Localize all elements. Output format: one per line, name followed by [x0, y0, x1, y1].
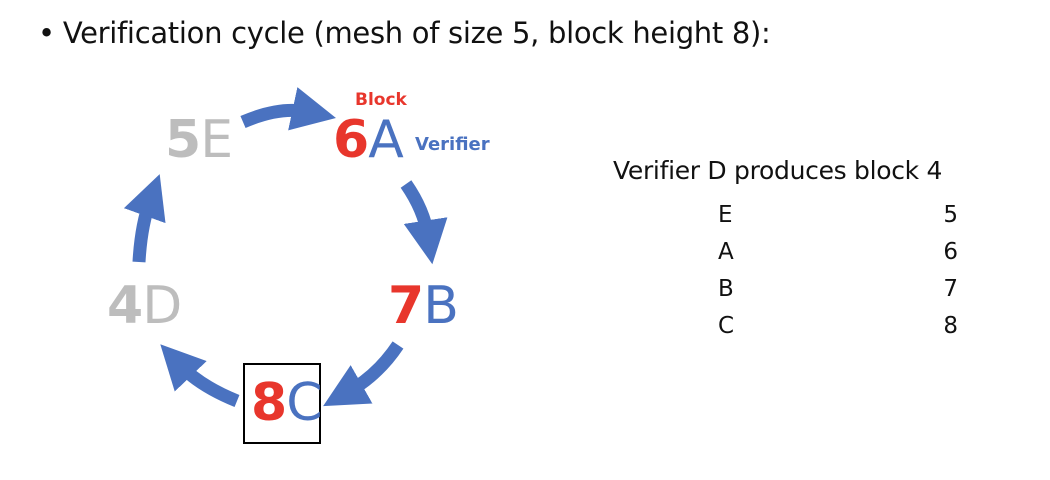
node-block-number: 7: [388, 276, 424, 336]
row-block: 7: [943, 276, 958, 302]
arrow-5e-to-6a: [240, 87, 336, 131]
table-row: A 6: [718, 239, 958, 269]
node-verifier-letter: A: [368, 110, 404, 170]
heading-text: Verification cycle (mesh of size 5, bloc…: [62, 16, 771, 50]
slide-heading: •Verification cycle (mesh of size 5, blo…: [38, 16, 771, 50]
node-8c: 8C: [251, 377, 323, 429]
node-6a: 6A: [333, 114, 404, 166]
node-verifier-letter: E: [200, 110, 233, 170]
arrow-8c-to-4d: [160, 344, 240, 408]
block-label: Block: [355, 90, 407, 110]
node-block-number: 4: [107, 276, 143, 336]
node-verifier-letter: D: [142, 276, 182, 336]
node-5e: 5E: [165, 114, 233, 166]
arrow-6a-to-7b: [400, 180, 448, 265]
row-verifier: B: [718, 276, 734, 302]
row-block: 6: [943, 239, 958, 265]
node-block-number: 6: [333, 110, 369, 170]
row-verifier: A: [718, 239, 734, 265]
table-title: Verifier D produces block 4: [613, 156, 943, 185]
bullet: •: [38, 16, 55, 50]
node-block-number: 8: [251, 373, 287, 433]
row-block: 8: [943, 313, 958, 339]
arrow-4d-to-5e: [123, 174, 166, 263]
table-row: B 7: [718, 276, 958, 306]
table-row: E 5: [718, 202, 958, 232]
row-verifier: C: [718, 313, 735, 339]
row-verifier: E: [718, 202, 733, 228]
node-7b: 7B: [388, 280, 459, 332]
verifier-label: Verifier: [415, 134, 490, 155]
row-block: 5: [943, 202, 958, 228]
table-row: C 8: [718, 313, 958, 343]
node-verifier-letter: C: [286, 373, 322, 433]
arrow-7b-to-8c: [323, 341, 404, 407]
node-4d: 4D: [107, 280, 182, 332]
node-block-number: 5: [165, 110, 201, 170]
node-verifier-letter: B: [423, 276, 459, 336]
current-block-box: [243, 363, 321, 444]
